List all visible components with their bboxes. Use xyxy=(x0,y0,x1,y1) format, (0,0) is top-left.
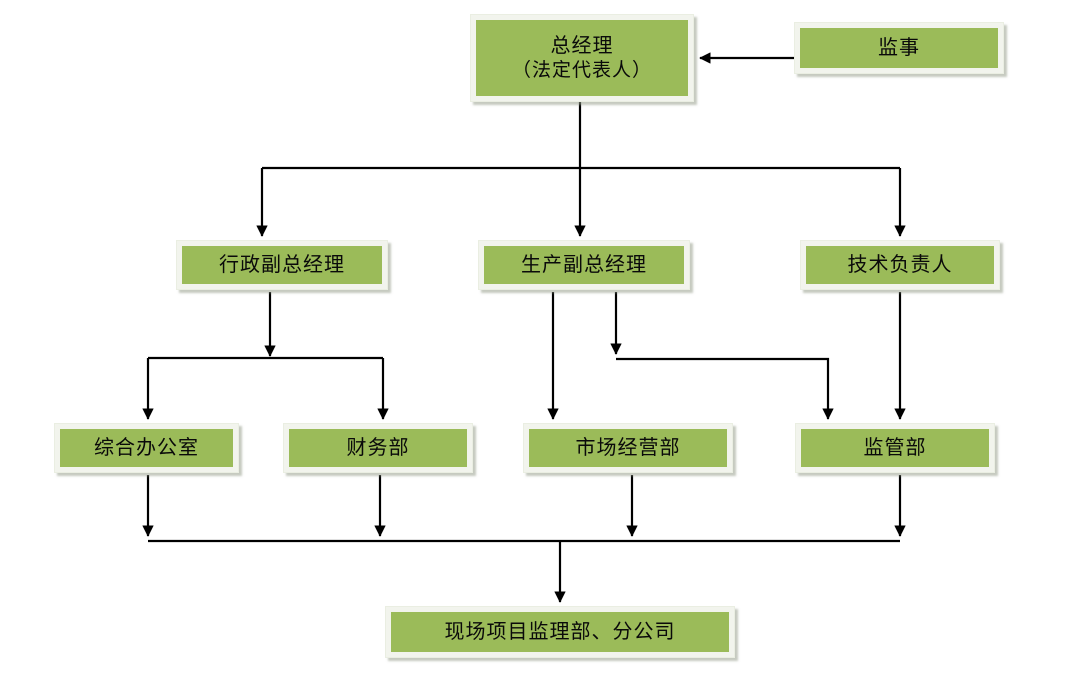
node-finance-department-label: 财务部 xyxy=(346,436,410,459)
node-market-operations-department-inner: 市场经营部 xyxy=(529,429,727,467)
node-production-vice-gm[interactable]: 生产副总经理 xyxy=(478,240,690,290)
node-general-manager-label-2: （法定代表人） xyxy=(511,59,652,81)
node-general-office-inner: 综合办公室 xyxy=(60,429,233,467)
node-site-supervision-and-branches-label: 现场项目监理部、分公司 xyxy=(444,620,676,643)
node-market-operations-department[interactable]: 市场经营部 xyxy=(523,423,733,473)
node-production-vice-gm-inner: 生产副总经理 xyxy=(484,246,684,284)
node-finance-department-inner: 财务部 xyxy=(289,429,467,467)
node-general-office[interactable]: 综合办公室 xyxy=(54,423,239,473)
node-regulatory-department-inner: 监管部 xyxy=(801,429,989,467)
node-administrative-vice-gm[interactable]: 行政副总经理 xyxy=(176,240,388,290)
node-supervisor-inner: 监事 xyxy=(800,28,998,68)
node-site-supervision-and-branches-inner: 现场项目监理部、分公司 xyxy=(391,612,729,652)
node-supervisor[interactable]: 监事 xyxy=(794,22,1004,74)
node-general-office-label: 综合办公室 xyxy=(94,436,199,459)
edge-prod-vp-to-regulate xyxy=(616,357,834,420)
node-general-manager-inner: 总经理 （法定代表人） xyxy=(476,20,688,96)
node-general-manager[interactable]: 总经理 （法定代表人） xyxy=(470,14,694,102)
node-regulatory-department[interactable]: 监管部 xyxy=(795,423,995,473)
node-finance-department[interactable]: 财务部 xyxy=(283,423,473,473)
node-technical-director[interactable]: 技术负责人 xyxy=(800,240,1000,290)
node-administrative-vice-gm-label: 行政副总经理 xyxy=(219,253,345,276)
node-site-supervision-and-branches[interactable]: 现场项目监理部、分公司 xyxy=(385,606,735,658)
node-production-vice-gm-label: 生产副总经理 xyxy=(521,253,647,276)
node-technical-director-inner: 技术负责人 xyxy=(806,246,994,284)
node-technical-director-label: 技术负责人 xyxy=(847,253,953,276)
node-general-manager-label-1: 总经理 xyxy=(550,34,614,57)
node-regulatory-department-label: 监管部 xyxy=(863,436,927,459)
node-administrative-vice-gm-inner: 行政副总经理 xyxy=(182,246,382,284)
node-market-operations-department-label: 市场经营部 xyxy=(575,436,681,459)
node-supervisor-label: 监事 xyxy=(878,36,920,59)
